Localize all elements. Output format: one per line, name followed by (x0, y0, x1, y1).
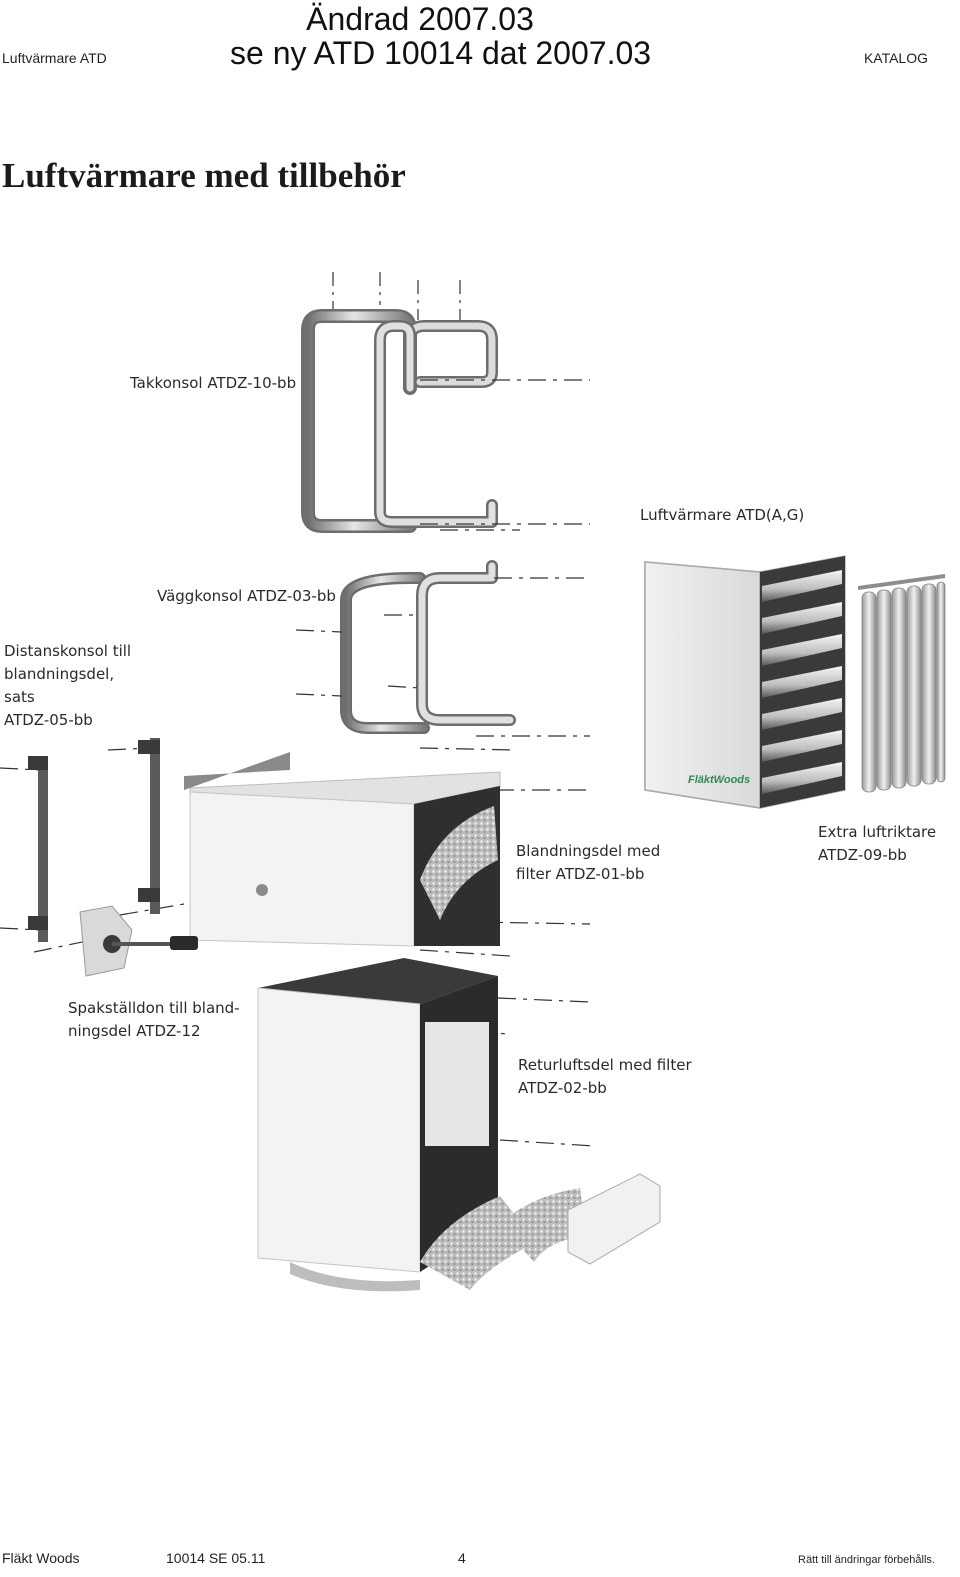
spakstalldon (79, 905, 198, 977)
label-returluftsdel-line2: ATDZ-02-bb (518, 1079, 607, 1097)
footer-company: Fläkt Woods (2, 1550, 80, 1566)
luftvarmare-unit: FläktWoods (644, 555, 846, 809)
label-spakstalldon: Spakställdon till bland- ningsdel ATDZ-1… (68, 997, 240, 1043)
header-catalog: KATALOG (863, 50, 928, 66)
extra-luftriktare (858, 574, 946, 793)
distanskonsol-bars (28, 738, 160, 942)
label-distanskonsol-line3: sats (4, 688, 35, 706)
revision-stamp: Ändrad 2007.03 se ny ATD 10014 dat 2007.… (230, 1, 652, 71)
label-blandningsdel-line2: filter ATDZ-01-bb (516, 865, 645, 883)
label-spakstalldon-line1: Spakställdon till bland- (68, 999, 240, 1017)
label-extra-luftriktare-line1: Extra luftriktare (818, 823, 937, 841)
label-extra-luftriktare-line2: ATDZ-09-bb (818, 846, 907, 864)
label-spakstalldon-line2: ningsdel ATDZ-12 (68, 1022, 201, 1040)
vaggkonsol-brackets (340, 560, 516, 734)
label-takkonsol: Takkonsol ATDZ-10-bb (130, 374, 297, 392)
footer-rights: Rätt till ändringar förbehålls. (798, 1554, 935, 1566)
label-distanskonsol: Distanskonsol till blandningsdel, sats A… (4, 640, 131, 732)
footer-page-number: 4 (458, 1550, 466, 1566)
revision-stamp-line2: se ny ATD 10014 dat 2007.03 (230, 35, 652, 71)
label-extra-luftriktare: Extra luftriktare ATDZ-09-bb (818, 821, 936, 867)
takkonsol-brackets (301, 309, 498, 533)
flakt-woods-logo: FläktWoods (688, 774, 750, 786)
label-distanskonsol-line4: ATDZ-05-bb (4, 711, 93, 729)
label-blandningsdel: Blandningsdel med filter ATDZ-01-bb (516, 840, 660, 886)
heater-louvers (762, 570, 842, 794)
page-title: Luftvärmare med tillbehör (2, 156, 406, 195)
label-returluftsdel-line1: Returluftsdel med filter (518, 1056, 692, 1074)
label-blandningsdel-line1: Blandningsdel med (516, 842, 661, 860)
header-product-name: Luftvärmare ATD (2, 50, 107, 66)
blandningsdel-box (184, 752, 501, 947)
revision-stamp-line1: Ändrad 2007.03 (306, 1, 534, 37)
label-distanskonsol-line1: Distanskonsol till (4, 642, 132, 660)
label-returluftsdel: Returluftsdel med filter ATDZ-02-bb (518, 1054, 692, 1100)
label-distanskonsol-line2: blandningsdel, (4, 665, 115, 683)
label-vaggkonsol: Väggkonsol ATDZ-03-bb (157, 587, 336, 605)
returluftsdel-box (257, 958, 661, 1292)
footer-doc-number: 10014 SE 05.11 (166, 1550, 266, 1566)
luftriktare-fins (861, 581, 946, 793)
label-luftvarmare: Luftvärmare ATD(A,G) (640, 506, 805, 524)
